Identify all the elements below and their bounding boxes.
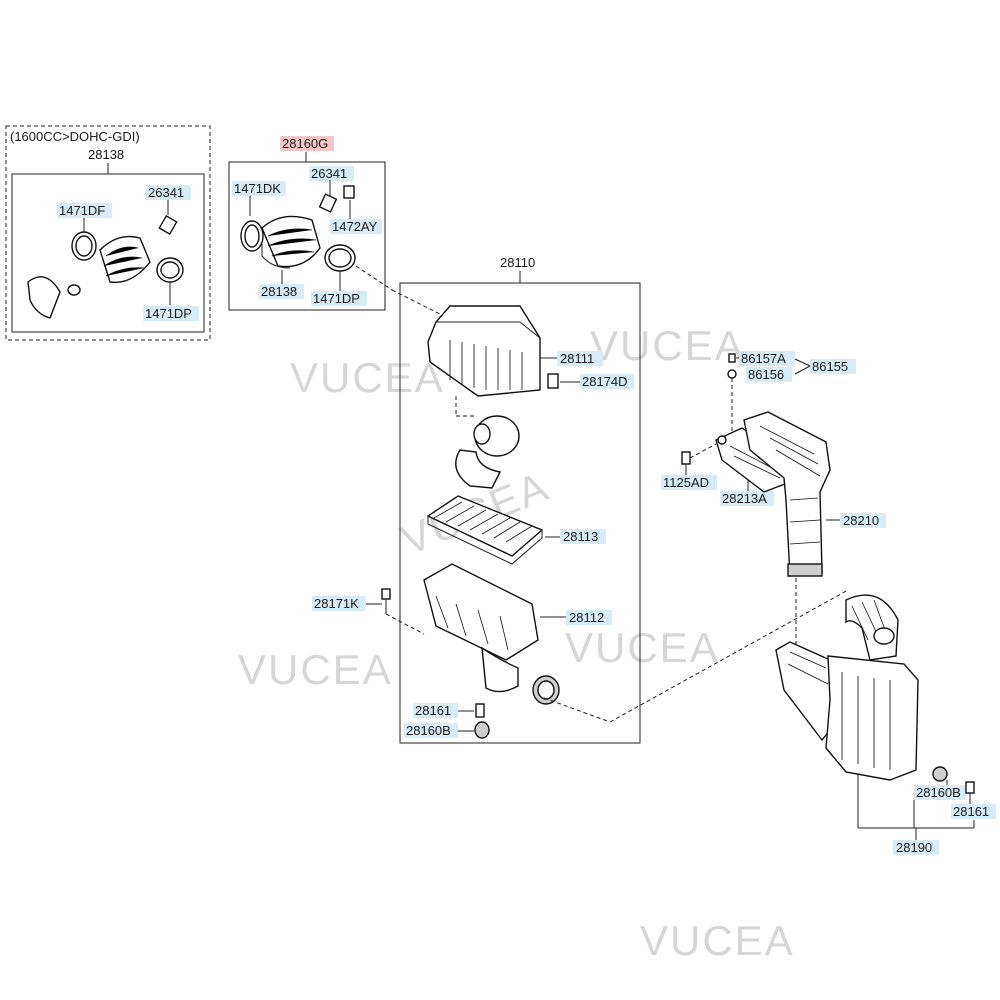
part-label-28112[interactable]: 28112	[569, 610, 604, 625]
part-label-28160B[interactable]: 28160B	[916, 785, 961, 800]
part-label-26341[interactable]: 26341	[311, 166, 347, 181]
variant-assembly-label: 28138	[88, 147, 124, 162]
variant-condition-label: (1600CC>DOHC-GDI)	[10, 129, 140, 144]
hose-assembly-drawing	[240, 180, 393, 291]
assembly-label-28110: 28110	[500, 255, 535, 270]
variant-parts-drawing	[27, 200, 184, 319]
air-cleaner-box	[399, 282, 641, 744]
hose-assembly-box	[228, 161, 386, 311]
part-label-1125AD[interactable]: 1125AD	[663, 475, 709, 490]
part-label-1471DP[interactable]: 1471DP	[313, 291, 360, 306]
duct-drawing	[681, 353, 840, 648]
part-label-28213A[interactable]: 28213A	[722, 491, 767, 506]
variant-dashed-box	[5, 125, 211, 341]
part-label-28161[interactable]: 28161	[953, 804, 989, 819]
part-label-28138[interactable]: 28138	[261, 284, 297, 299]
part-label-28174D[interactable]: 28174D	[582, 374, 628, 389]
watermark: VUCEA	[290, 354, 445, 401]
part-label-28210[interactable]: 28210	[843, 513, 879, 528]
air-cleaner-drawing	[366, 289, 849, 739]
part-label-28171K[interactable]: 28171K	[314, 596, 359, 611]
part-label-28161[interactable]: 28161	[415, 703, 451, 718]
part-label-1471DF[interactable]: 1471DF	[59, 203, 105, 218]
part-label-86156[interactable]: 86156	[748, 367, 784, 382]
part-label-86155[interactable]: 86155	[812, 359, 848, 374]
part-label-26341[interactable]: 26341	[148, 185, 184, 200]
watermark: VUCEA	[590, 322, 745, 369]
part-label-86157A[interactable]: 86157A	[741, 351, 786, 366]
assembly-label-28160G[interactable]: 28160G	[282, 136, 328, 151]
part-label-28113[interactable]: 28113	[563, 529, 598, 544]
watermark: VUCEA	[565, 624, 720, 671]
assembly-label-28190: 28190	[896, 840, 932, 855]
watermark: VUCEA	[238, 646, 393, 693]
part-label-1471DK[interactable]: 1471DK	[234, 181, 281, 196]
part-label-1472AY[interactable]: 1472AY	[332, 219, 378, 234]
resonator-drawing	[775, 594, 975, 840]
part-label-28111[interactable]: 28111	[560, 351, 594, 366]
part-label-1471DP[interactable]: 1471DP	[145, 306, 192, 321]
watermark: VUCEA	[640, 917, 795, 964]
part-label-28160B[interactable]: 28160B	[406, 723, 451, 738]
